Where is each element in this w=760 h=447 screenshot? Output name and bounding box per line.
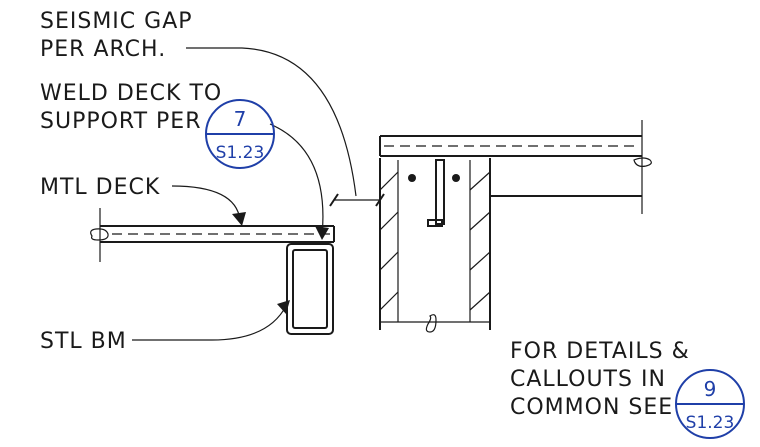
mtl-deck-note: MTL DECK [40, 175, 160, 200]
embed-plate [408, 159, 460, 227]
callout-sheet-number: S1.23 [216, 143, 265, 163]
stl-bm-note: STL BM [40, 329, 127, 354]
details-note-line3: COMMON SEE [510, 395, 673, 420]
steel-beam [286, 243, 334, 335]
upper-metal-deck [379, 120, 652, 214]
anchor-bolt-left [408, 174, 416, 182]
deck-break-symbol [90, 228, 109, 241]
detail-callout-bubble[interactable]: 7 S1.23 [205, 99, 275, 169]
details-note-line1: FOR DETAILS & [510, 339, 690, 364]
stl-bm-leader [132, 305, 287, 341]
seismic-gap-note-line1: SEISMIC GAP [40, 9, 193, 34]
weld-deck-note-line2: SUPPORT PER [40, 109, 202, 134]
callout-detail-number: 7 [234, 107, 247, 131]
anchor-bolt-right [452, 174, 460, 182]
mtl-deck-leader-arrowhead [232, 212, 246, 226]
seismic-gap-leader [186, 47, 357, 197]
stl-bm-leader-arrowhead [277, 300, 290, 314]
details-note-line2: CALLOUTS IN [510, 367, 666, 392]
notes: SEISMIC GAP PER ARCH. WELD DECK TO SUPPO… [40, 9, 690, 420]
callout-sheet-number: S1.23 [686, 413, 735, 433]
concrete-wall [379, 158, 491, 333]
wall-hatching [379, 171, 491, 311]
seismic-gap-note-line2: PER ARCH. [40, 37, 166, 62]
mtl-deck-leader [171, 185, 241, 221]
left-metal-deck [90, 208, 335, 262]
upper-deck-break-symbol [633, 157, 652, 167]
weld-leader [269, 123, 324, 237]
leader-lines [132, 47, 357, 341]
callout-detail-number: 9 [704, 377, 717, 401]
wall-break-symbol [425, 314, 437, 333]
seismic-gap-dimension [329, 193, 385, 207]
weld-leader-arrowhead [315, 226, 329, 240]
detail-callout-bubble[interactable]: 9 S1.23 [675, 369, 745, 439]
weld-deck-note-line1: WELD DECK TO [40, 81, 222, 106]
